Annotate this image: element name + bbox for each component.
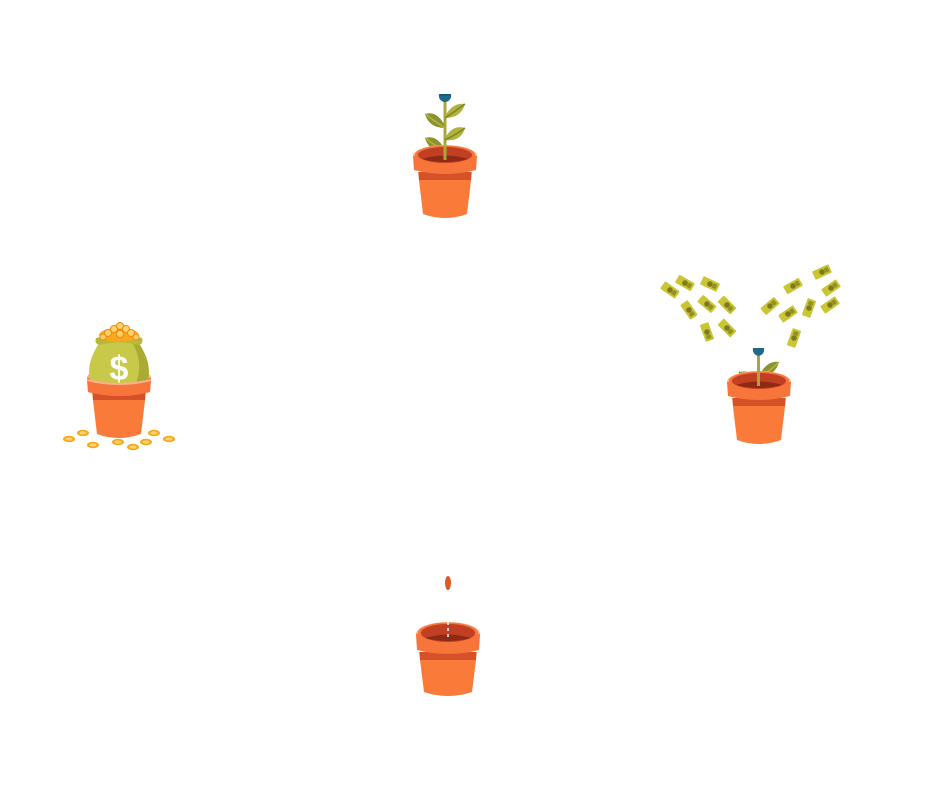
stage-sprout [405,88,485,223]
sprout-pot-illustration [413,94,477,218]
stage-money-bag: $ [58,318,183,453]
pot-rim-front [86,379,152,396]
gold-coin-icon [140,438,152,446]
gold-coin-icon [127,443,139,451]
gold-coin-icon [112,438,124,446]
flying-banknotes [660,264,841,348]
leaf-vein [424,113,446,129]
flower-pot-icon [727,370,791,444]
seed-fall-trail [447,622,449,637]
banknote-icon [680,300,698,320]
seed-icon [445,576,451,590]
scattered-coins [63,429,175,451]
gold-coins-pile [99,322,140,342]
dollar-sign-icon: $ [110,350,129,388]
banknote-icon [700,276,720,292]
banknote-icon [675,274,695,292]
flower-bud-icon [438,94,452,102]
banknote-icon [699,322,715,342]
banknote-icon [717,295,737,315]
gold-coin-icon [148,429,160,437]
money-bag-illustration: $ [63,322,175,451]
banknote-icon [660,281,680,299]
stage-seed [408,570,488,700]
banknote-icon [760,297,780,315]
banknote-icon [820,296,840,314]
leaf-vein [444,127,466,141]
banknote-icon [783,277,803,295]
money-bag-icon: $ [89,322,149,388]
banknote-icon [801,298,817,318]
banknote-icon [812,264,832,280]
banknote-icon [697,295,717,313]
gold-coin-icon [63,435,75,443]
flower-pot-icon [413,145,477,218]
leaf-vein [444,103,466,119]
gold-coin-icon [87,441,99,449]
banknote-icon [717,318,737,338]
banknote-icon [821,279,841,297]
gold-coin-icon [163,435,175,443]
flower-pot-icon [416,622,480,696]
flower-bud-icon [752,348,765,356]
banknote-icon [778,305,798,323]
money-tree-illustration [660,264,841,444]
banknote-icon [786,328,802,348]
seed-pot-illustration [416,576,480,696]
stage-money-tree [655,258,845,448]
gold-coin-icon [77,429,89,437]
plant-stem [443,102,447,164]
